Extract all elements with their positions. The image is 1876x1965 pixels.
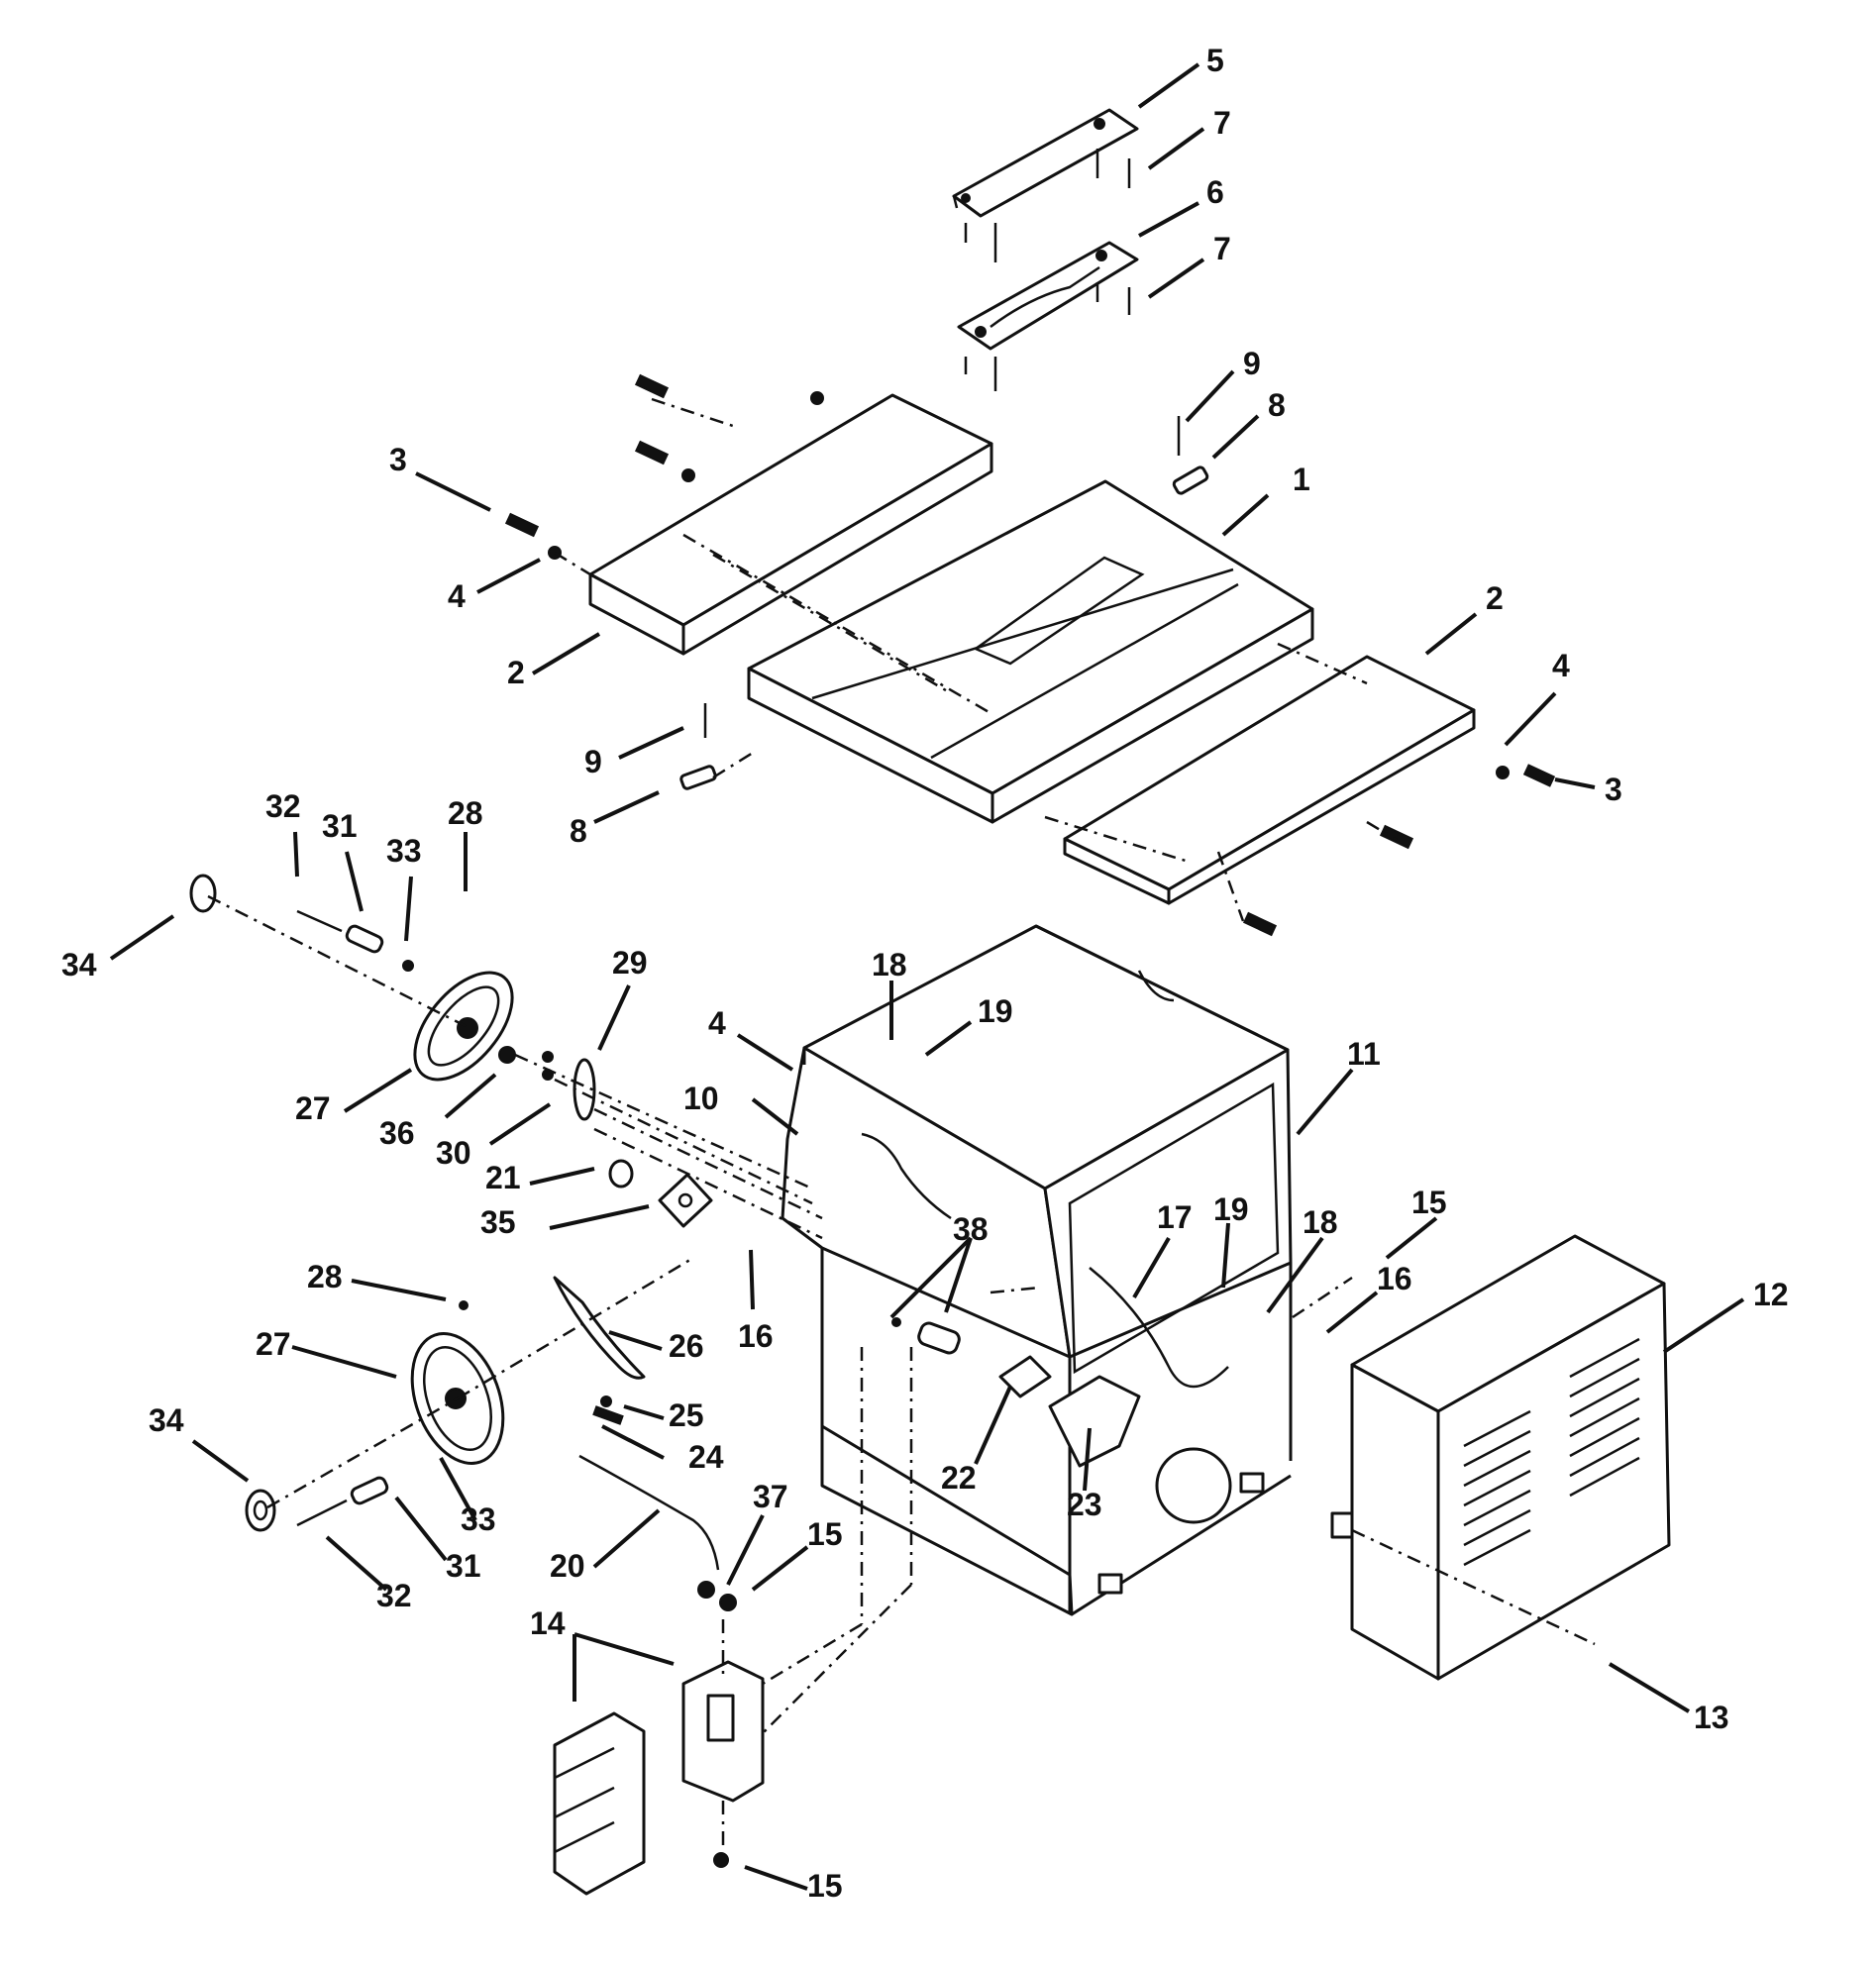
callout-label: 28 — [448, 795, 483, 831]
callout-label: 34 — [149, 1402, 184, 1438]
part-2-left-extension-wing — [588, 393, 993, 656]
callout-label: 18 — [1303, 1204, 1338, 1240]
callout-label: 22 — [941, 1460, 977, 1496]
callout-label: 7 — [1213, 231, 1231, 266]
alignment-lines — [207, 397, 1596, 1847]
callout-label: 14 — [530, 1605, 566, 1641]
callout-label: 28 — [307, 1259, 343, 1294]
part-6-bracket — [957, 241, 1139, 391]
callout-label: 4 — [708, 1005, 726, 1041]
callout-label: 27 — [256, 1326, 291, 1362]
callout-label: 34 — [61, 947, 97, 982]
callout-label: 26 — [669, 1328, 704, 1364]
callout-label: 27 — [295, 1090, 331, 1126]
callout-label: 15 — [1411, 1185, 1447, 1220]
callout-label: 38 — [953, 1211, 989, 1247]
vent-slots-left — [1463, 1409, 1531, 1567]
table-fasteners — [504, 373, 1556, 937]
callout-label: 33 — [461, 1501, 496, 1537]
callout-label: 19 — [978, 993, 1013, 1029]
internal-wiring — [891, 1267, 1229, 1468]
callout-label: 16 — [738, 1318, 774, 1354]
callout-label: 13 — [1694, 1700, 1729, 1735]
part-2-right-extension-wing — [1063, 655, 1476, 905]
callout-label: 33 — [386, 833, 422, 869]
callout-label: 8 — [570, 813, 587, 849]
callout-arrows — [109, 62, 1745, 1891]
callout-label: 32 — [265, 788, 301, 824]
scale-and-cord — [553, 1276, 737, 1611]
callout-label: 32 — [376, 1578, 412, 1613]
part-12-motor-cover — [1330, 1234, 1671, 1681]
callout-labels: 1 2 2 3 3 4 4 4 5 6 7 7 8 8 9 9 10 11 12… — [61, 43, 1789, 1904]
callout-label: 8 — [1268, 387, 1286, 423]
callout-label: 16 — [1377, 1261, 1412, 1296]
vent-slots-right — [1569, 1337, 1640, 1498]
callout-label: 23 — [1067, 1487, 1102, 1522]
callout-label: 2 — [507, 655, 525, 690]
callout-label: 4 — [448, 578, 466, 614]
callout-label: 3 — [389, 442, 407, 477]
callout-label: 21 — [485, 1160, 521, 1195]
part-11-cabinet — [781, 924, 1293, 1616]
callout-label: 4 — [1552, 648, 1570, 683]
part-5-bracket — [952, 108, 1139, 262]
callout-label: 7 — [1213, 105, 1231, 141]
callout-label: 30 — [436, 1135, 471, 1171]
callout-label: 11 — [1347, 1036, 1381, 1072]
callout-label: 5 — [1206, 43, 1224, 78]
callout-label: 1 — [1293, 462, 1310, 497]
bracket-29-30 — [542, 1051, 713, 1228]
callout-label: 36 — [379, 1115, 415, 1151]
callout-label: 6 — [1206, 174, 1224, 210]
callout-label: 3 — [1605, 772, 1622, 807]
callout-label: 25 — [669, 1397, 704, 1433]
callout-label: 15 — [807, 1516, 843, 1552]
callout-label: 31 — [322, 808, 358, 844]
callout-label: 29 — [612, 945, 648, 981]
callout-label: 12 — [1753, 1277, 1789, 1312]
callout-label: 19 — [1213, 1191, 1249, 1227]
callout-label: 24 — [688, 1439, 724, 1475]
callout-label: 17 — [1157, 1199, 1193, 1235]
callout-label: 9 — [584, 744, 602, 779]
callout-label: 2 — [1486, 580, 1504, 616]
callout-label: 15 — [807, 1868, 843, 1904]
callout-label: 37 — [753, 1479, 788, 1514]
callout-label: 18 — [872, 947, 907, 982]
callout-label: 10 — [683, 1081, 719, 1116]
part-14-switch-box — [553, 1660, 765, 1896]
callout-label: 31 — [446, 1548, 481, 1584]
callout-label: 35 — [480, 1204, 516, 1240]
callout-label: 20 — [550, 1548, 585, 1584]
callout-label: 9 — [1243, 346, 1261, 381]
part-1-table-top — [747, 479, 1314, 824]
